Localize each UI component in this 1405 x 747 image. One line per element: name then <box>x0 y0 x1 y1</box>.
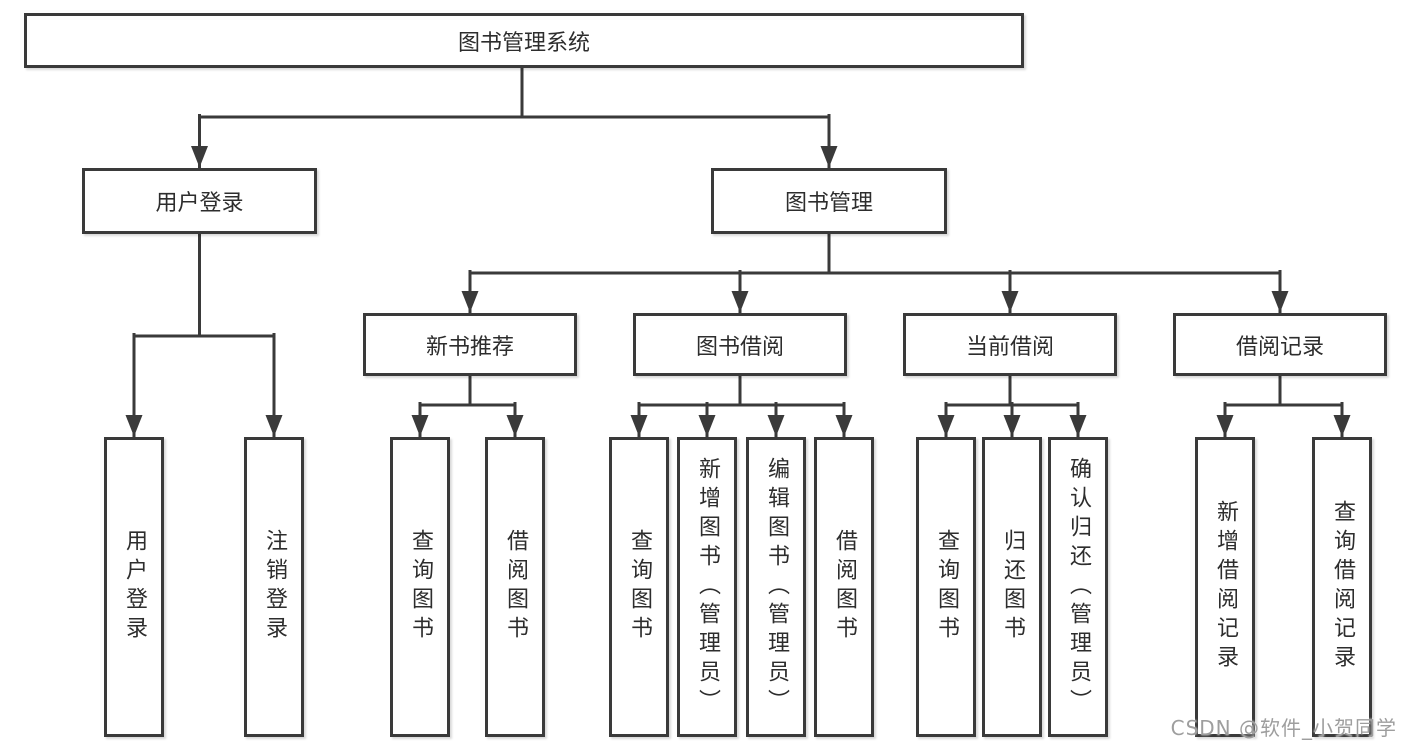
node-label: 图书管理系统 <box>457 30 590 56</box>
leaf-label: 查询图书 <box>627 529 652 645</box>
leaf-add-books-admin: 新增图书（管理员） <box>677 437 737 737</box>
node-label: 用户登录 <box>155 191 244 216</box>
leaf-confirm-return-admin: 确认归还（管理员） <box>1048 437 1108 737</box>
leaf-query-books-recommend: 查询图书 <box>390 437 450 737</box>
leaf-borrow-books-recommend: 借阅图书 <box>485 437 545 737</box>
leaf-edit-books-admin: 编辑图书（管理员） <box>746 437 806 737</box>
leaf-logout: 注销登录 <box>244 437 304 737</box>
connector-user-login-branch <box>125 232 283 438</box>
leaf-label: 新增图书（管理员） <box>695 456 720 718</box>
node-borrowing-records: 借阅记录 <box>1173 313 1387 376</box>
connector-borrowing-records-branch <box>1216 374 1351 438</box>
connector-book-borrowing-branch <box>630 374 853 438</box>
node-book-management: 图书管理 <box>711 168 947 234</box>
connector-current-borrowing-branch <box>937 374 1087 438</box>
node-current-borrowing: 当前借阅 <box>903 313 1117 376</box>
leaf-label: 查询借阅记录 <box>1330 500 1355 674</box>
leaf-query-books-borrowing: 查询图书 <box>609 437 669 737</box>
node-label: 图书借阅 <box>695 334 784 360</box>
leaf-query-books-current: 查询图书 <box>916 437 976 737</box>
leaf-label: 查询图书 <box>408 529 433 645</box>
node-label: 借阅记录 <box>1235 334 1324 360</box>
connector-new-book-branch <box>411 374 524 438</box>
connector-root-to-level2 <box>191 65 838 169</box>
node-book-borrowing: 图书借阅 <box>633 313 847 376</box>
leaf-label: 确认归还（管理员） <box>1066 456 1091 718</box>
leaf-label: 查询图书 <box>934 529 959 645</box>
leaf-user-login: 用户登录 <box>104 437 164 737</box>
leaf-label: 新增借阅记录 <box>1213 500 1238 674</box>
node-user-login: 用户登录 <box>82 168 317 234</box>
leaf-label: 注销登录 <box>262 529 287 645</box>
node-root: 图书管理系统 <box>24 13 1024 68</box>
leaf-return-books: 归还图书 <box>982 437 1042 737</box>
leaf-label: 用户登录 <box>122 529 147 645</box>
leaf-query-borrow-record: 查询借阅记录 <box>1312 437 1372 737</box>
leaf-label: 借阅图书 <box>832 529 857 645</box>
leaf-label: 编辑图书（管理员） <box>764 456 789 718</box>
leaf-label: 归还图书 <box>1000 529 1025 645</box>
watermark: CSDN @软件_小贺同学 <box>1170 716 1397 740</box>
connector-book-management-branch <box>461 232 1289 314</box>
leaf-add-borrow-record: 新增借阅记录 <box>1195 437 1255 737</box>
leaf-label: 借阅图书 <box>503 529 528 645</box>
node-new-book-recommendation: 新书推荐 <box>363 313 577 376</box>
leaf-borrow-books-borrowing: 借阅图书 <box>814 437 874 737</box>
node-label: 当前借阅 <box>965 334 1054 360</box>
node-label: 新书推荐 <box>425 334 514 360</box>
node-label: 图书管理 <box>784 191 873 216</box>
